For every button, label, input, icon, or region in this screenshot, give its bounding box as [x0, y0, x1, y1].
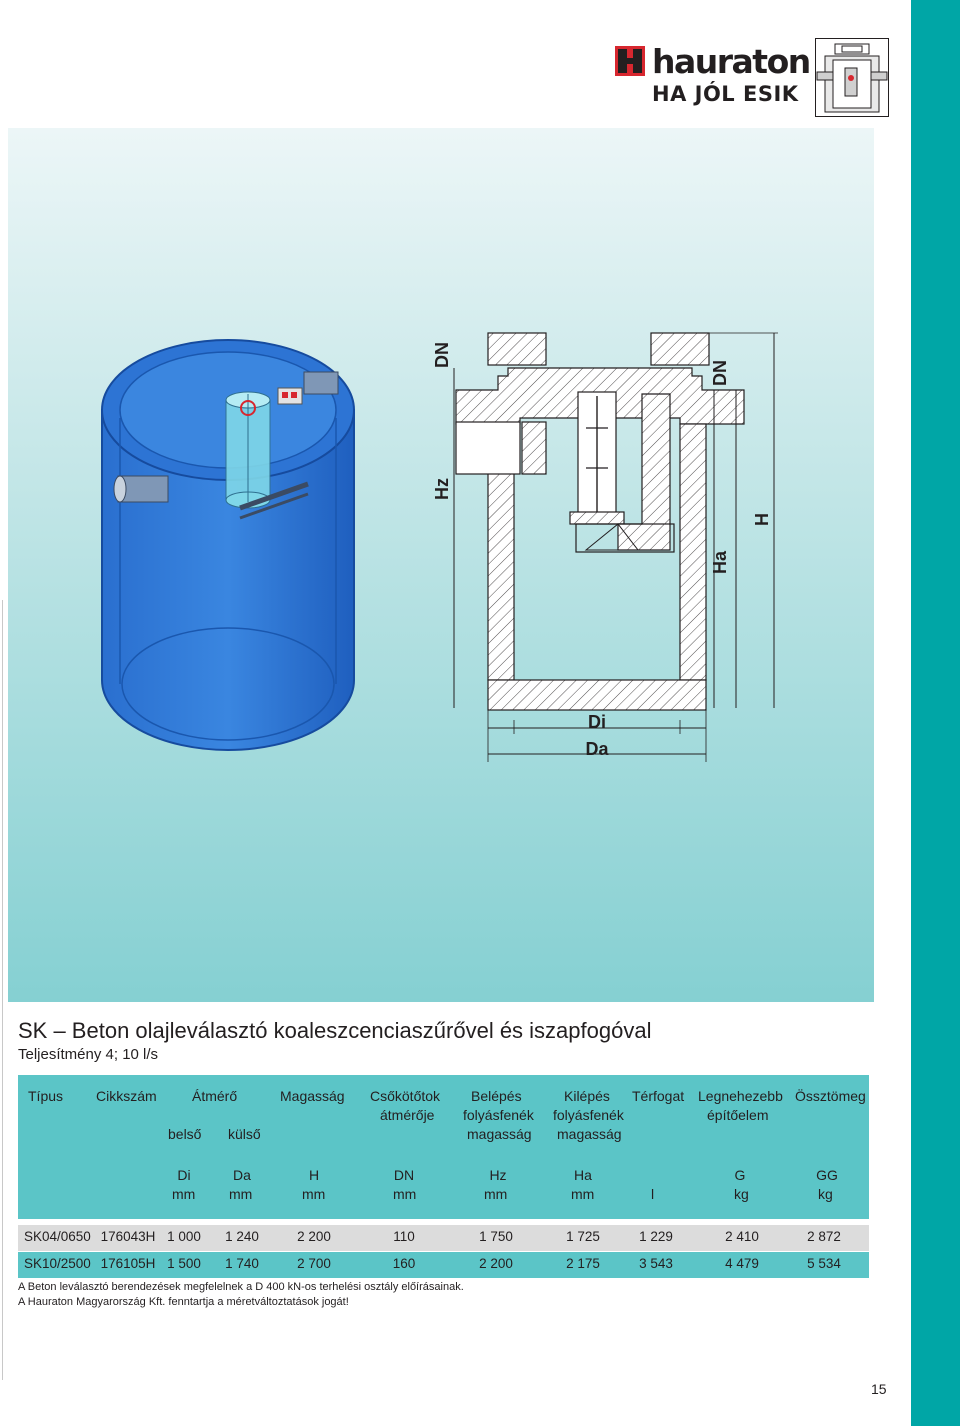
unit-di: mm — [172, 1186, 196, 1202]
table-row: SK04/0650 176043H 1 000 1 240 2 200 110 … — [18, 1225, 869, 1251]
cell-tipus: SK04/0650 — [24, 1229, 91, 1244]
col-header-belso: belső — [168, 1126, 202, 1142]
cell-volume: 3 543 — [639, 1256, 673, 1271]
unit-g: kg — [734, 1186, 749, 1202]
col-header-atmero: Átmérő — [192, 1088, 238, 1104]
cell-ha: 2 175 — [566, 1256, 600, 1271]
cell-gg: 5 534 — [807, 1256, 841, 1271]
cell-g: 4 479 — [725, 1256, 759, 1271]
dim-label-dn-outlet: DN — [710, 360, 730, 386]
col-header-terfogat: Térfogat — [632, 1088, 685, 1104]
unit-hz: mm — [484, 1186, 508, 1202]
symbol-da: Da — [233, 1167, 251, 1183]
cell-di: 1 000 — [167, 1229, 201, 1244]
footnote-load-class: A Beton leválasztó berendezések megfelel… — [18, 1281, 464, 1293]
col-header-kilepes: Kilépés — [564, 1088, 610, 1104]
cell-da: 1 740 — [225, 1256, 259, 1271]
page-number: 15 — [871, 1381, 887, 1397]
cross-section-drawing: DN Hz DN Ha H Di Da — [432, 332, 778, 762]
unit-ha: mm — [571, 1186, 595, 1202]
product-thumbnail-icon — [815, 38, 889, 117]
unit-gg: kg — [818, 1186, 833, 1202]
cell-hz: 1 750 — [479, 1229, 513, 1244]
col-header-belepes: Belépés — [471, 1088, 522, 1104]
right-accent-stripe — [911, 0, 960, 1426]
cell-dn: 160 — [392, 1256, 416, 1271]
cell-cikkszam: 176043H — [100, 1229, 156, 1244]
col-header-csokotok-2: átmérője — [380, 1107, 435, 1123]
hauraton-mark-icon — [615, 46, 645, 76]
cell-gg: 2 872 — [807, 1229, 841, 1244]
col-header-csokotok: Csőkötőtok — [370, 1088, 441, 1104]
cell-di: 1 500 — [167, 1256, 201, 1271]
spec-table-header: Típus Cikkszám Átmérő belső külső Magass… — [18, 1075, 869, 1219]
table-row: SK10/2500 176105H 1 500 1 740 2 700 160 … — [18, 1252, 869, 1278]
symbol-gg: GG — [816, 1167, 838, 1183]
symbol-hz: Hz — [489, 1167, 507, 1183]
logo-slogan: HA JÓL ESIK — [652, 82, 799, 106]
dim-label-di: Di — [588, 712, 606, 732]
symbol-ha: Ha — [574, 1167, 592, 1183]
footnote-rights: A Hauraton Magyarország Kft. fenntartja … — [18, 1296, 349, 1308]
cell-dn: 110 — [393, 1229, 415, 1244]
cell-volume: 1 229 — [639, 1229, 673, 1244]
cell-h: 2 700 — [297, 1256, 331, 1271]
cell-cikkszam: 176105H — [100, 1256, 156, 1271]
cell-da: 1 240 — [225, 1229, 259, 1244]
dim-label-hz: Hz — [432, 478, 452, 500]
unit-volume: l — [651, 1186, 655, 1202]
col-header-belepes-2: folyásfenék — [463, 1107, 534, 1123]
dim-label-h: H — [752, 513, 772, 526]
symbol-dn: DN — [393, 1167, 415, 1183]
col-header-tipus: Típus — [28, 1088, 64, 1104]
unit-da: mm — [229, 1186, 253, 1202]
dim-label-dn-inlet: DN — [432, 342, 452, 368]
cell-ha: 1 725 — [566, 1229, 600, 1244]
col-header-magassag: Magasság — [280, 1088, 345, 1104]
col-header-kilepes-2: folyásfenék — [553, 1107, 624, 1123]
col-header-legnehezebb-2: építőelem — [707, 1107, 769, 1123]
dim-label-da: Da — [585, 739, 609, 759]
page-subtitle: Teljesítmény 4; 10 l/s — [18, 1046, 159, 1063]
col-header-kilepes-3: magasság — [557, 1126, 622, 1142]
unit-dn: mm — [393, 1186, 417, 1202]
page-title: SK – Beton olajleválasztó koaleszcencias… — [18, 1018, 652, 1043]
col-header-kulso: külső — [228, 1126, 261, 1142]
col-header-belepes-3: magasság — [467, 1126, 532, 1142]
unit-h: mm — [302, 1186, 326, 1202]
dim-label-ha: Ha — [710, 550, 730, 574]
tank-3d-render — [101, 339, 355, 751]
col-header-cikkszam: Cikkszám — [96, 1088, 157, 1104]
col-header-ossztomeg: Össztömeg — [795, 1088, 866, 1104]
cell-h: 2 200 — [297, 1229, 331, 1244]
product-illustration: DN Hz DN Ha H Di Da — [101, 332, 778, 762]
left-margin-rule — [2, 600, 3, 1380]
cell-hz: 2 200 — [479, 1256, 513, 1271]
cell-g: 2 410 — [725, 1229, 759, 1244]
col-header-legnehezebb: Legnehezebb — [698, 1088, 783, 1104]
cell-tipus: SK10/2500 — [24, 1256, 91, 1271]
product-illustration-panel: DN Hz DN Ha H Di Da — [8, 128, 874, 1002]
logo-wordmark: hauraton — [652, 42, 811, 81]
symbol-g: G — [734, 1167, 746, 1183]
hauraton-logo: hauraton HA JÓL ESIK — [612, 38, 889, 118]
symbol-di: Di — [177, 1167, 191, 1183]
symbol-h: H — [308, 1167, 320, 1183]
